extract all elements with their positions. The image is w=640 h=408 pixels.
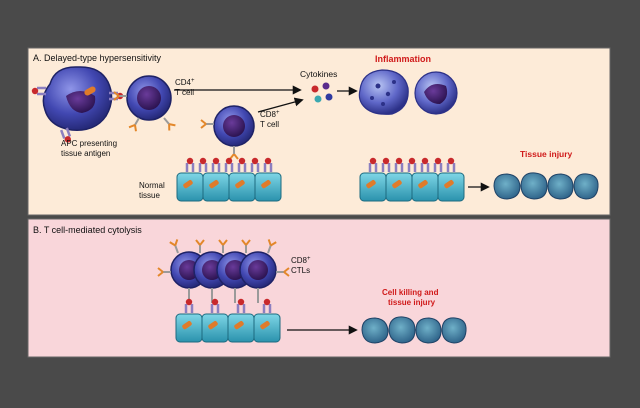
- panel-a: A. Delayed-type hypersensitivity APC pre…: [27, 47, 611, 216]
- panel-b-title: B. T cell-mediated cytolysis: [33, 225, 142, 235]
- inflammation-label: Inflammation: [375, 54, 431, 64]
- ctls-label: CD8+: [291, 256, 311, 265]
- panel-b-background: [27, 218, 611, 358]
- inflammatory-cell-2: [414, 71, 458, 115]
- ctls-label-line2: CTLs: [291, 266, 310, 275]
- inflammatory-cell-1: [358, 69, 409, 115]
- cd8-to-cytokines-arrow: [257, 97, 304, 113]
- cell-killing-label: Cell killing and: [382, 288, 439, 297]
- apc-label-line2: tissue antigen: [61, 149, 110, 158]
- killed-tissue-cells: [361, 316, 467, 344]
- cd8-label-line2: T cell: [260, 120, 279, 129]
- cd8-t-cell: [200, 105, 255, 160]
- cell-killing-label-line2: tissue injury: [388, 298, 436, 307]
- apc-label: APC presenting: [61, 139, 117, 148]
- panel-b: B. T cell-mediated cytolysis CD8+: [27, 218, 611, 358]
- normal-tissue-label-line2: tissue: [139, 191, 160, 200]
- cd4-t-cell: [113, 75, 177, 133]
- tissue-injury-label: Tissue injury: [520, 149, 573, 159]
- apc-cell: [30, 66, 125, 145]
- cd4-label: CD4+: [175, 78, 195, 87]
- cytokines-label: Cytokines: [300, 69, 337, 79]
- panel-a-title: A. Delayed-type hypersensitivity: [33, 53, 162, 63]
- normal-tissue-label: Normal: [139, 181, 165, 190]
- injured-tissue-cells: [493, 172, 599, 200]
- cytokine-molecules: [311, 82, 333, 103]
- cd4-label-line2: T cell: [175, 88, 194, 97]
- ctl-cells: [157, 238, 290, 289]
- cd8-label: CD8+: [260, 110, 280, 119]
